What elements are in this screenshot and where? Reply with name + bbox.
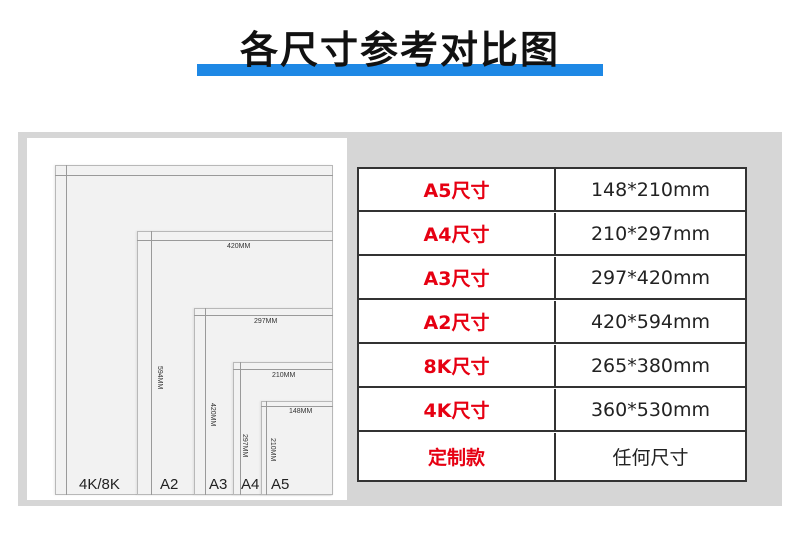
size-value-cell: 420*594mm	[590, 310, 711, 333]
table-row: A3尺寸 297*420mm	[359, 257, 745, 300]
size-value-cell: 360*530mm	[590, 398, 711, 421]
title-underline-bar	[197, 64, 603, 76]
table-row: A2尺寸 420*594mm	[359, 301, 745, 344]
size-value-cell: 任何尺寸	[612, 447, 689, 469]
guide-line-a4-left	[240, 362, 241, 495]
size-name-cell: A5尺寸	[359, 169, 556, 210]
a3-height-label: 420MM	[209, 403, 216, 427]
guide-line-4k-8k-left	[66, 165, 67, 495]
label-4k-8k: 4K/8K	[79, 476, 120, 493]
guide-line-a3-top	[194, 315, 333, 316]
size-table: A5尺寸 148*210mm A4尺寸 210*297mm A3尺寸 297*4…	[357, 167, 747, 482]
a3-width-label: 297MM	[254, 318, 278, 325]
page-title: 各尺寸参考对比图	[239, 28, 560, 72]
guide-line-a3-left	[205, 308, 206, 495]
table-row: 8K尺寸 265*380mm	[359, 345, 745, 388]
sheet-a5	[261, 401, 333, 495]
table-row: 4K尺寸 360*530mm	[359, 389, 745, 432]
label-a4: A4	[241, 476, 260, 493]
size-value-cell: 210*297mm	[590, 222, 711, 245]
guide-line-a5-top	[261, 406, 333, 407]
size-name-cell: 8K尺寸	[359, 345, 556, 386]
a4-height-label: 297MM	[241, 434, 248, 458]
guide-line-a2-top	[137, 240, 333, 241]
size-name-cell: A2尺寸	[359, 301, 556, 342]
guide-line-a2-left	[151, 231, 152, 495]
table-row: A4尺寸 210*297mm	[359, 213, 745, 256]
size-name-cell: 4K尺寸	[359, 389, 556, 430]
a2-width-label: 420MM	[227, 243, 251, 250]
a4-width-label: 210MM	[272, 372, 296, 379]
size-name-cell: A4尺寸	[359, 213, 556, 254]
size-comparison-diagram: 420MM 594MM 297MM 420MM 210MM 297MM 148M…	[27, 138, 347, 500]
size-value-cell: 297*420mm	[590, 266, 711, 289]
a5-height-label: 210MM	[269, 438, 276, 462]
table-row: A5尺寸 148*210mm	[359, 169, 745, 212]
size-value-cell: 265*380mm	[590, 354, 711, 377]
label-a3: A3	[209, 476, 228, 493]
a5-width-label: 148MM	[289, 408, 313, 415]
guide-line-a4-top	[233, 369, 333, 370]
guide-line-a5-left	[266, 401, 267, 495]
table-row: 定制款 任何尺寸	[359, 433, 745, 480]
size-name-cell: 定制款	[359, 433, 556, 480]
guide-line-4k-8k-top	[55, 175, 333, 176]
label-a5: A5	[271, 476, 290, 493]
a2-height-label: 594MM	[156, 366, 163, 390]
size-value-cell: 148*210mm	[590, 178, 711, 201]
size-name-cell: A3尺寸	[359, 257, 556, 298]
label-a2: A2	[160, 476, 179, 493]
